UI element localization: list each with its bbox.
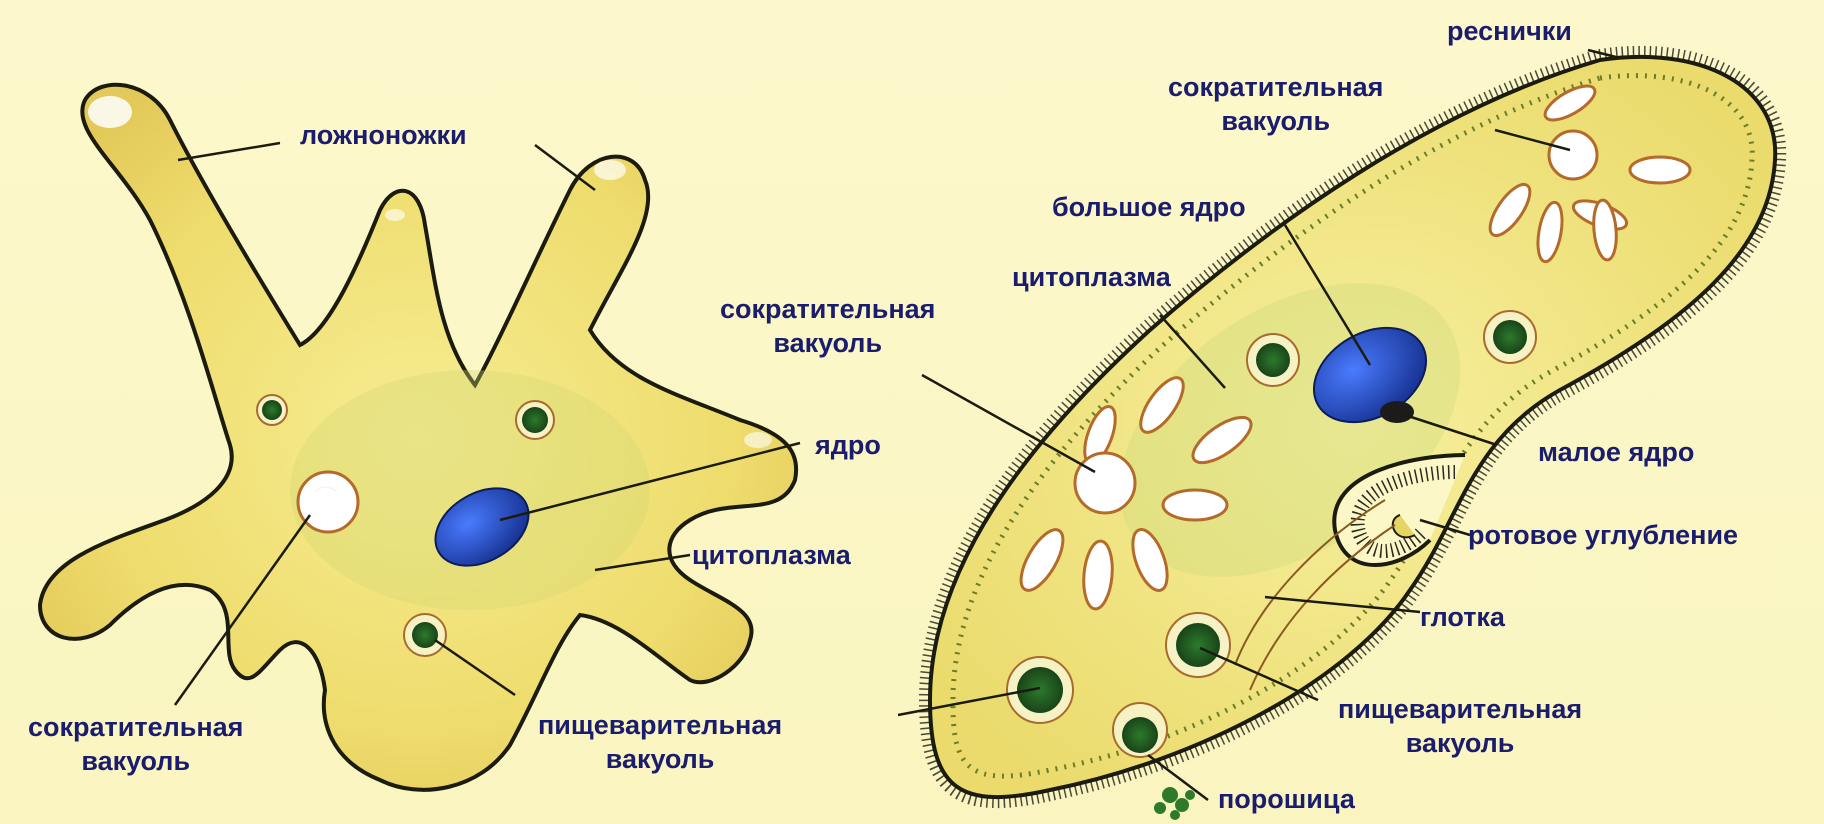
amoeba-contractile-vacuole xyxy=(298,472,358,532)
label-pharynx: глотка xyxy=(1420,600,1505,634)
label-oral-groove: ротовое углубление xyxy=(1468,518,1738,552)
label-paramecium-cytoplasm: цитоплазма xyxy=(1012,260,1171,294)
label-paramecium-contractile-vacuole-mid: сократительная вакуоль xyxy=(720,292,935,360)
label-amoeba-contractile-vacuole: сократительная вакуоль xyxy=(28,710,243,778)
highlight xyxy=(88,96,132,128)
label-line: вакуоль xyxy=(1168,104,1383,138)
label-amoeba-nucleus: ядро xyxy=(815,428,881,462)
label-line: вакуоль xyxy=(1338,726,1582,760)
amoeba-food-vacuole xyxy=(262,400,282,420)
label-paramecium-digestive-vacuole: пищеварительная вакуоль xyxy=(1338,692,1582,760)
label-macronucleus: большое ядро xyxy=(1052,190,1246,224)
amoeba-food-vacuole xyxy=(522,407,548,433)
label-line: пищеварительная xyxy=(1338,692,1582,726)
highlight xyxy=(385,209,405,221)
label-line: сократительная xyxy=(720,292,935,326)
label-line: сократительная xyxy=(28,710,243,744)
label-line: вакуоль xyxy=(538,742,782,776)
label-micronucleus: малое ядро xyxy=(1538,435,1694,469)
anal-pore-debris xyxy=(1154,787,1195,820)
label-amoeba-cytoplasm: цитоплазма xyxy=(692,538,851,572)
amoeba xyxy=(40,85,796,790)
micronucleus xyxy=(1380,401,1414,423)
label-line: пищеварительная xyxy=(538,708,782,742)
label-anal-pore: порошица xyxy=(1218,782,1355,816)
amoeba-food-vacuole xyxy=(412,622,438,648)
label-line: вакуоль xyxy=(28,744,243,778)
highlight xyxy=(744,432,772,448)
label-cilia: реснички xyxy=(1447,14,1572,48)
label-pseudopods: ложноножки xyxy=(300,118,467,152)
highlight xyxy=(594,160,626,180)
label-amoeba-digestive-vacuole: пищеварительная вакуоль xyxy=(538,708,782,776)
label-paramecium-contractile-vacuole-top: сократительная вакуоль xyxy=(1168,70,1383,138)
label-line: сократительная xyxy=(1168,70,1383,104)
label-line: вакуоль xyxy=(720,326,935,360)
